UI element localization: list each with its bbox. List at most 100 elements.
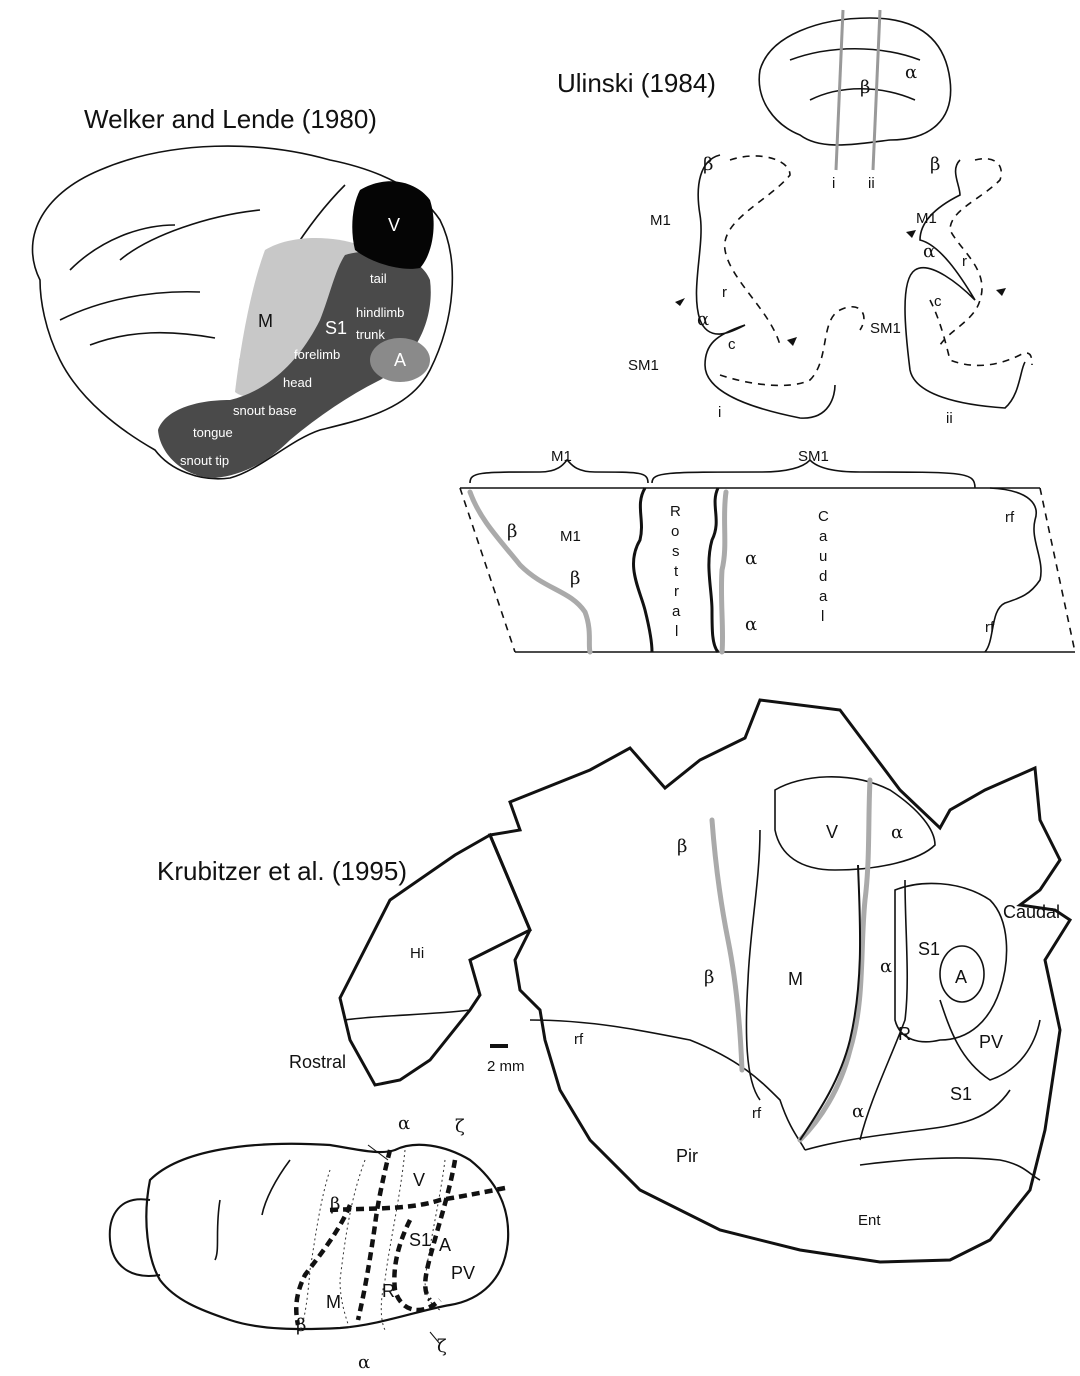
ulinski-flat-rf-2: rf xyxy=(985,619,995,636)
bottom-label-beta-top: β xyxy=(330,1194,340,1215)
ulinski-flat-caudal-3: d xyxy=(819,568,827,585)
krubitzer-label-beta-1: β xyxy=(677,836,687,857)
ulinski-flat-rostral-0: R xyxy=(670,503,681,520)
ulinski-flat-caudal-1: a xyxy=(819,528,828,545)
ulinski-i-beta: β xyxy=(703,154,713,175)
ulinski-flat-caudal-0: C xyxy=(818,508,829,525)
bottom-brain-fold-1 xyxy=(215,1200,220,1260)
welker-bodypart-head: head xyxy=(283,375,312,390)
krubitzer-label-rostral: Rostral xyxy=(289,1052,346,1072)
welker-bodypart-trunk: trunk xyxy=(356,327,385,342)
ulinski-flat-alpha-1: α xyxy=(745,548,757,569)
ulinski-flat-m1: M1 xyxy=(560,528,581,545)
welker-fold-1 xyxy=(70,225,175,270)
ulinski-ii-numeral: ii xyxy=(946,410,953,427)
krubitzer-hi-inner-line xyxy=(345,1010,470,1020)
welker-bodypart-forelimb: forelimb xyxy=(294,347,340,362)
ulinski-ii-sm1: SM1 xyxy=(870,320,901,337)
ulinski-brace-sm1-label: SM1 xyxy=(798,448,829,465)
krubitzer-label-s1-top: S1 xyxy=(918,939,940,959)
bottom-label-m: M xyxy=(326,1292,341,1312)
krubitzer-label-caudal: Caudal xyxy=(1003,902,1060,922)
welker-lende-title: Welker and Lende (1980) xyxy=(84,104,377,134)
ulinski-flat-rostral-4: r xyxy=(674,583,679,600)
ulinski-ii-arrowhead-2 xyxy=(996,288,1006,296)
ulinski-flat-alpha-line xyxy=(721,492,726,652)
bottom-label-zeta-top: ζ xyxy=(455,1116,465,1137)
ulinski-flat-rostral-left-boundary xyxy=(634,488,652,652)
ulinski-flat-alpha-2: α xyxy=(745,614,757,635)
ulinski-flat-right-edge xyxy=(1040,488,1075,652)
welker-bodypart-tongue: tongue xyxy=(193,425,233,440)
welker-label-m: M xyxy=(258,311,273,331)
ulinski-flat-rostral-1: o xyxy=(671,523,679,540)
krubitzer-rf-line xyxy=(530,1020,805,1150)
welker-label-s1: S1 xyxy=(325,318,347,338)
krubitzer-beta-line xyxy=(712,820,742,1070)
ulinski-flat-caudal-5: l xyxy=(821,608,824,625)
ulinski-flat-rostral-2: s xyxy=(672,543,680,560)
ulinski-flat-left-edge xyxy=(460,488,515,652)
bottom-brain-fold-2 xyxy=(262,1160,290,1215)
bottom-brain-horizontal-boundary xyxy=(330,1188,505,1210)
ulinski-section-ii-inner-2 xyxy=(930,300,1032,365)
ulinski-flat-rf-1: rf xyxy=(1005,509,1015,526)
ulinski-i-alpha: α xyxy=(697,309,709,330)
ulinski-section-i-outline xyxy=(696,155,835,418)
ulinski-section-i-inner-2 xyxy=(720,307,864,386)
krubitzer-label-rf-1: rf xyxy=(574,1031,584,1048)
ulinski-ii-m1: M1 xyxy=(916,210,937,227)
krubitzer-s1-outline xyxy=(895,883,1007,1041)
ulinski-top-brain-fold-1 xyxy=(790,49,920,60)
krubitzer-label-s1-bottom: S1 xyxy=(950,1084,972,1104)
ulinski-flat-rostral-3: t xyxy=(674,563,679,580)
ulinski-top-alpha: α xyxy=(905,62,917,83)
ulinski-i-c: c xyxy=(728,336,736,353)
krubitzer-panel: Krubitzer et al. (1995) Hi Rostral Cauda… xyxy=(157,700,1070,1262)
welker-bodypart-tail: tail xyxy=(370,271,387,286)
krubitzer-label-pv: PV xyxy=(979,1032,1003,1052)
bottom-label-alpha-bottom: α xyxy=(358,1352,370,1373)
krubitzer-label-hi: Hi xyxy=(410,945,424,962)
krubitzer-m-left-line xyxy=(746,830,760,1100)
krubitzer-label-scale: 2 mm xyxy=(487,1058,525,1075)
ulinski-title: Ulinski (1984) xyxy=(557,68,716,98)
ulinski-flat-rostral-5: a xyxy=(672,603,681,620)
ulinski-ii-c: c xyxy=(934,293,942,310)
ulinski-panel: Ulinski (1984) β α i ii β M1 r α c SM1 i… xyxy=(460,10,1075,652)
krubitzer-label-rf-2: rf xyxy=(752,1105,762,1122)
krubitzer-v-outline xyxy=(775,777,935,870)
krubitzer-title: Krubitzer et al. (1995) xyxy=(157,856,407,886)
krubitzer-label-a: A xyxy=(955,967,967,987)
welker-bodypart-snout-tip: snout tip xyxy=(180,453,229,468)
bottom-brain-beta-boundary xyxy=(296,1205,350,1325)
welker-bodypart-snout-base: snout base xyxy=(233,403,297,418)
bottom-label-a: A xyxy=(439,1235,451,1255)
ulinski-ii-r: r xyxy=(962,253,967,270)
ulinski-flat-rostral-right-boundary xyxy=(709,488,718,652)
krubitzer-label-alpha-3: α xyxy=(852,1101,864,1122)
bottom-label-r: R xyxy=(382,1281,395,1301)
krubitzer-label-ent: Ent xyxy=(858,1212,881,1229)
welker-label-v: V xyxy=(388,215,400,235)
krubitzer-bottom-region-line xyxy=(860,1158,1040,1180)
ulinski-brace-m1-label: M1 xyxy=(551,448,572,465)
ulinski-flat-beta-2: β xyxy=(570,568,580,589)
ulinski-i-arrowhead-1 xyxy=(675,298,685,306)
krubitzer-label-v: V xyxy=(826,822,838,842)
krubitzer-label-alpha-2: α xyxy=(880,956,892,977)
ulinski-i-sm1: SM1 xyxy=(628,357,659,374)
ulinski-i-numeral: i xyxy=(718,404,721,421)
bottom-label-zeta-bottom: ζ xyxy=(437,1336,447,1357)
ulinski-i-m1: M1 xyxy=(650,212,671,229)
welker-label-a: A xyxy=(394,350,406,370)
bottom-label-beta-bottom: β xyxy=(296,1315,306,1336)
ulinski-ii-alpha: α xyxy=(923,241,935,262)
ulinski-flat-beta-1: β xyxy=(507,521,517,542)
ulinski-ii-arrowhead-1 xyxy=(906,230,916,238)
ulinski-i-arrowhead-2 xyxy=(787,337,797,346)
krubitzer-label-m: M xyxy=(788,969,803,989)
ulinski-top-brain-outline xyxy=(759,18,950,145)
ulinski-flat-caudal-4: a xyxy=(819,588,828,605)
